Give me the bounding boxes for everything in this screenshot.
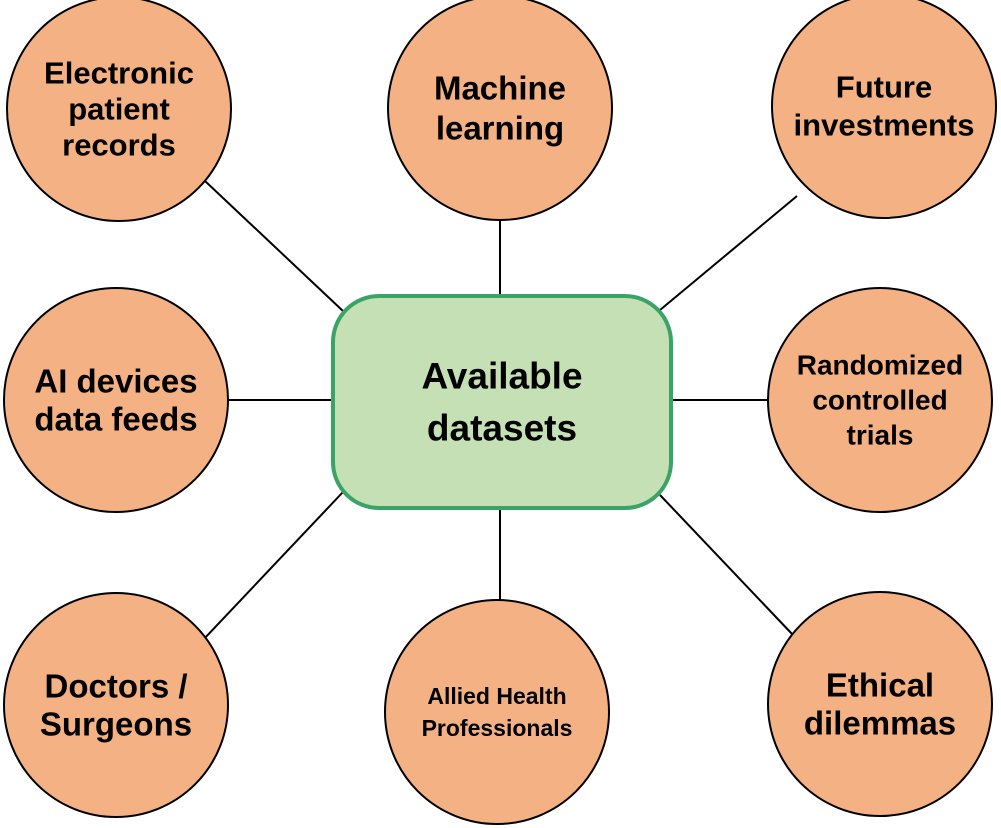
connector-ethical-dilemmas xyxy=(659,494,794,636)
node-label-ai-devices-data-feeds-line-1: AI devices xyxy=(34,363,197,400)
node-label-ethical-dilemmas-line-2: dilemmas xyxy=(804,705,956,742)
connector-lines xyxy=(202,180,798,641)
node-label-machine-learning-line-1: Machine xyxy=(434,70,566,107)
node-label-doctors-surgeons-line-1: Doctors / xyxy=(44,668,187,705)
node-circle-doctors-surgeons xyxy=(3,592,229,818)
node-circle-allied-health-professionals xyxy=(384,599,610,825)
center-node-box xyxy=(331,294,673,510)
node-label-allied-health-professionals-line-1: Allied Health xyxy=(427,683,566,709)
node-label-ethical-dilemmas-line-1: Ethical xyxy=(826,667,934,704)
node-label-allied-health-professionals-line-2: Professionals xyxy=(422,715,573,741)
node-label-doctors-surgeons-line-2: Surgeons xyxy=(40,706,192,743)
node-circle-machine-learning xyxy=(387,0,613,221)
node-doctors-surgeons: Doctors /Surgeons xyxy=(3,592,229,818)
node-label-future-investments-line-2: investments xyxy=(794,108,975,143)
node-circle-ai-devices-data-feeds xyxy=(3,287,229,513)
node-circle-future-investments xyxy=(771,0,997,219)
node-label-electronic-patient-records-line-1: Electronic xyxy=(44,56,194,91)
node-label-electronic-patient-records-line-2: patient xyxy=(68,92,170,127)
connector-electronic-patient-records xyxy=(204,180,344,312)
node-label-randomized-controlled-trials-line-1: Randomized xyxy=(797,350,963,381)
node-circle-electronic-patient-records xyxy=(6,0,232,222)
center-node-label-line-2: datasets xyxy=(427,408,577,449)
node-circle-ethical-dilemmas xyxy=(767,591,993,817)
node-label-future-investments-line-1: Future xyxy=(836,70,932,105)
connector-future-investments xyxy=(659,195,798,311)
node-label-electronic-patient-records-line-3: records xyxy=(62,128,176,163)
center-node-label-line-1: Available xyxy=(421,356,582,397)
node-circle-randomized-controlled-trials xyxy=(767,287,993,513)
node-label-randomized-controlled-trials-line-3: trials xyxy=(847,420,914,451)
node-label-machine-learning-line-2: learning xyxy=(436,110,564,147)
node-label-randomized-controlled-trials-line-2: controlled xyxy=(812,385,947,416)
node-label-ai-devices-data-feeds-line-2: data feeds xyxy=(34,401,197,438)
node-randomized-controlled-trials: Randomized controlled trials xyxy=(767,287,993,513)
center-node-available-datasets: Available datasets xyxy=(331,294,673,510)
connector-doctors-surgeons xyxy=(202,491,344,641)
